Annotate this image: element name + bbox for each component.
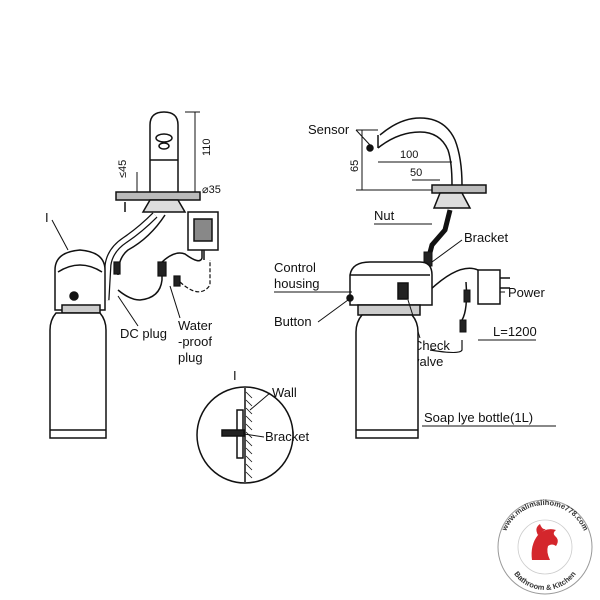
label-bracket-top: Bracket (464, 230, 508, 245)
horse-logo-icon (531, 529, 558, 560)
right-soap-bottle (355, 314, 419, 439)
leader-bracket-top (431, 239, 463, 263)
label-bracket-detail: Bracket (265, 429, 309, 444)
label-sensor: Sensor (308, 122, 350, 137)
dimension-100: 100 (400, 149, 418, 161)
right-power-adapter (477, 269, 510, 305)
dimension-65: 65 (349, 160, 361, 172)
label-dc-plug: DC plug (120, 326, 167, 341)
label-soap-bottle: Soap lye bottle(1L) (424, 410, 533, 425)
label-check-valve-2: valve (413, 354, 443, 369)
bracket-detail-circle (196, 386, 294, 484)
left-faucet-assembly (115, 111, 201, 213)
left-plugs (113, 261, 181, 287)
left-control-housing (54, 249, 106, 314)
dimension-50: 50 (410, 167, 422, 179)
right-faucet-assembly (366, 117, 487, 209)
label-control-housing-2: housing (274, 276, 320, 291)
dimension-angle-45: ≤45 (117, 160, 129, 178)
label-length: L=1200 (493, 324, 537, 339)
left-hoses (102, 212, 211, 301)
dimension-110: 110 (201, 138, 213, 156)
watermark-logo: www.malimalihome778.com Bathroom & Kitch… (497, 498, 593, 595)
label-power: Power (508, 285, 546, 300)
leader-sensor (355, 129, 371, 146)
leader-waterproof-plug (169, 285, 181, 319)
label-waterproof-1: Water (178, 318, 213, 333)
label-wall: Wall (272, 385, 297, 400)
detail-marker-main: I (45, 210, 49, 225)
left-soap-bottle (49, 312, 107, 439)
leader-wall (249, 392, 271, 411)
leader-dc-plug (117, 295, 139, 327)
left-faucet-dimensions (130, 111, 200, 193)
label-control-housing-1: Control (274, 260, 316, 275)
left-power-adapter (187, 211, 219, 260)
label-check-valve-1: Check (413, 338, 450, 353)
label-button: Button (274, 314, 312, 329)
label-waterproof-2: -proof (178, 334, 212, 349)
detail-marker-leader (51, 219, 69, 251)
leader-bracket-detail (243, 433, 265, 438)
leader-button (317, 299, 349, 323)
dimension-diameter-35: ⌀35 (202, 184, 221, 196)
right-control-housing (346, 261, 433, 316)
detail-marker-circle: I (233, 368, 237, 383)
label-nut: Nut (374, 208, 395, 223)
right-faucet-dimensions (356, 129, 452, 191)
label-waterproof-3: plug (178, 350, 203, 365)
